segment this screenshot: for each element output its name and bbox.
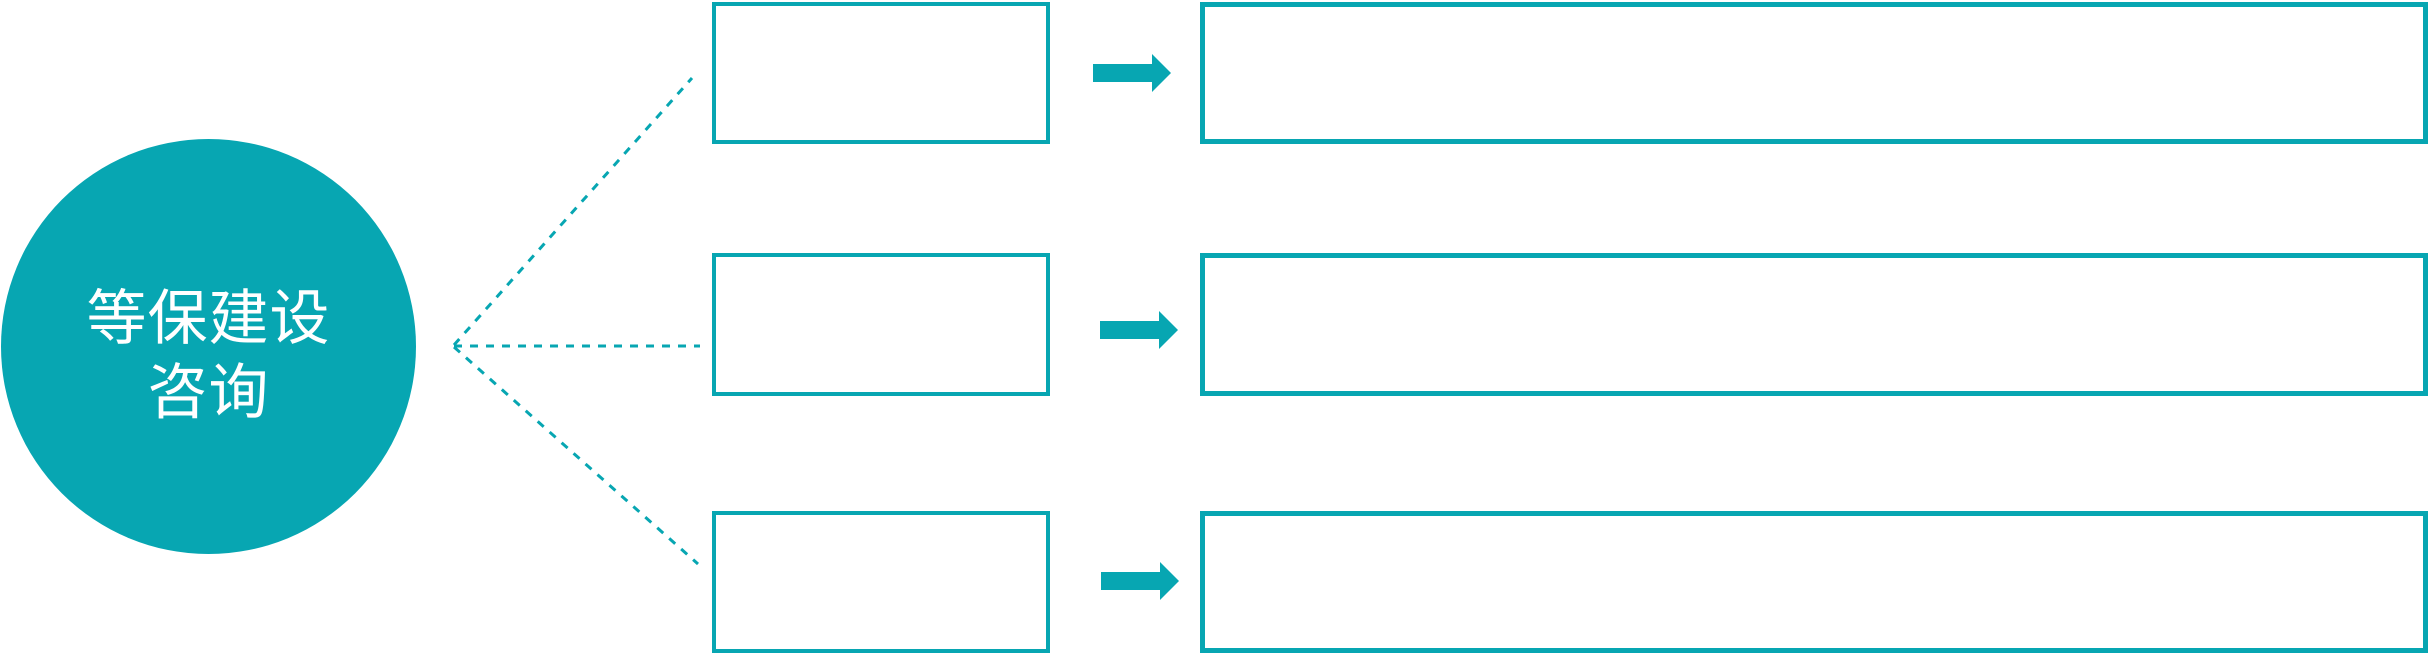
center-circle-label-line2: 咨询 xyxy=(147,358,270,426)
large-box-3 xyxy=(1200,511,2428,653)
center-circle-label: 等保建设 咨询 xyxy=(87,264,331,430)
small-box-2 xyxy=(712,253,1050,396)
center-circle-node: 等保建设 咨询 xyxy=(1,139,416,554)
connector-line-bottom xyxy=(453,345,699,566)
large-box-1 xyxy=(1200,2,2428,144)
right-arrow-icon-2 xyxy=(1100,311,1178,349)
small-box-1 xyxy=(712,2,1050,144)
center-circle-label-line1: 等保建设 xyxy=(86,284,331,352)
right-arrow-icon-3 xyxy=(1101,562,1179,600)
large-box-2 xyxy=(1200,253,2428,396)
connector-line-top xyxy=(452,77,694,346)
right-arrow-icon-1 xyxy=(1093,54,1171,92)
small-box-3 xyxy=(712,511,1050,653)
